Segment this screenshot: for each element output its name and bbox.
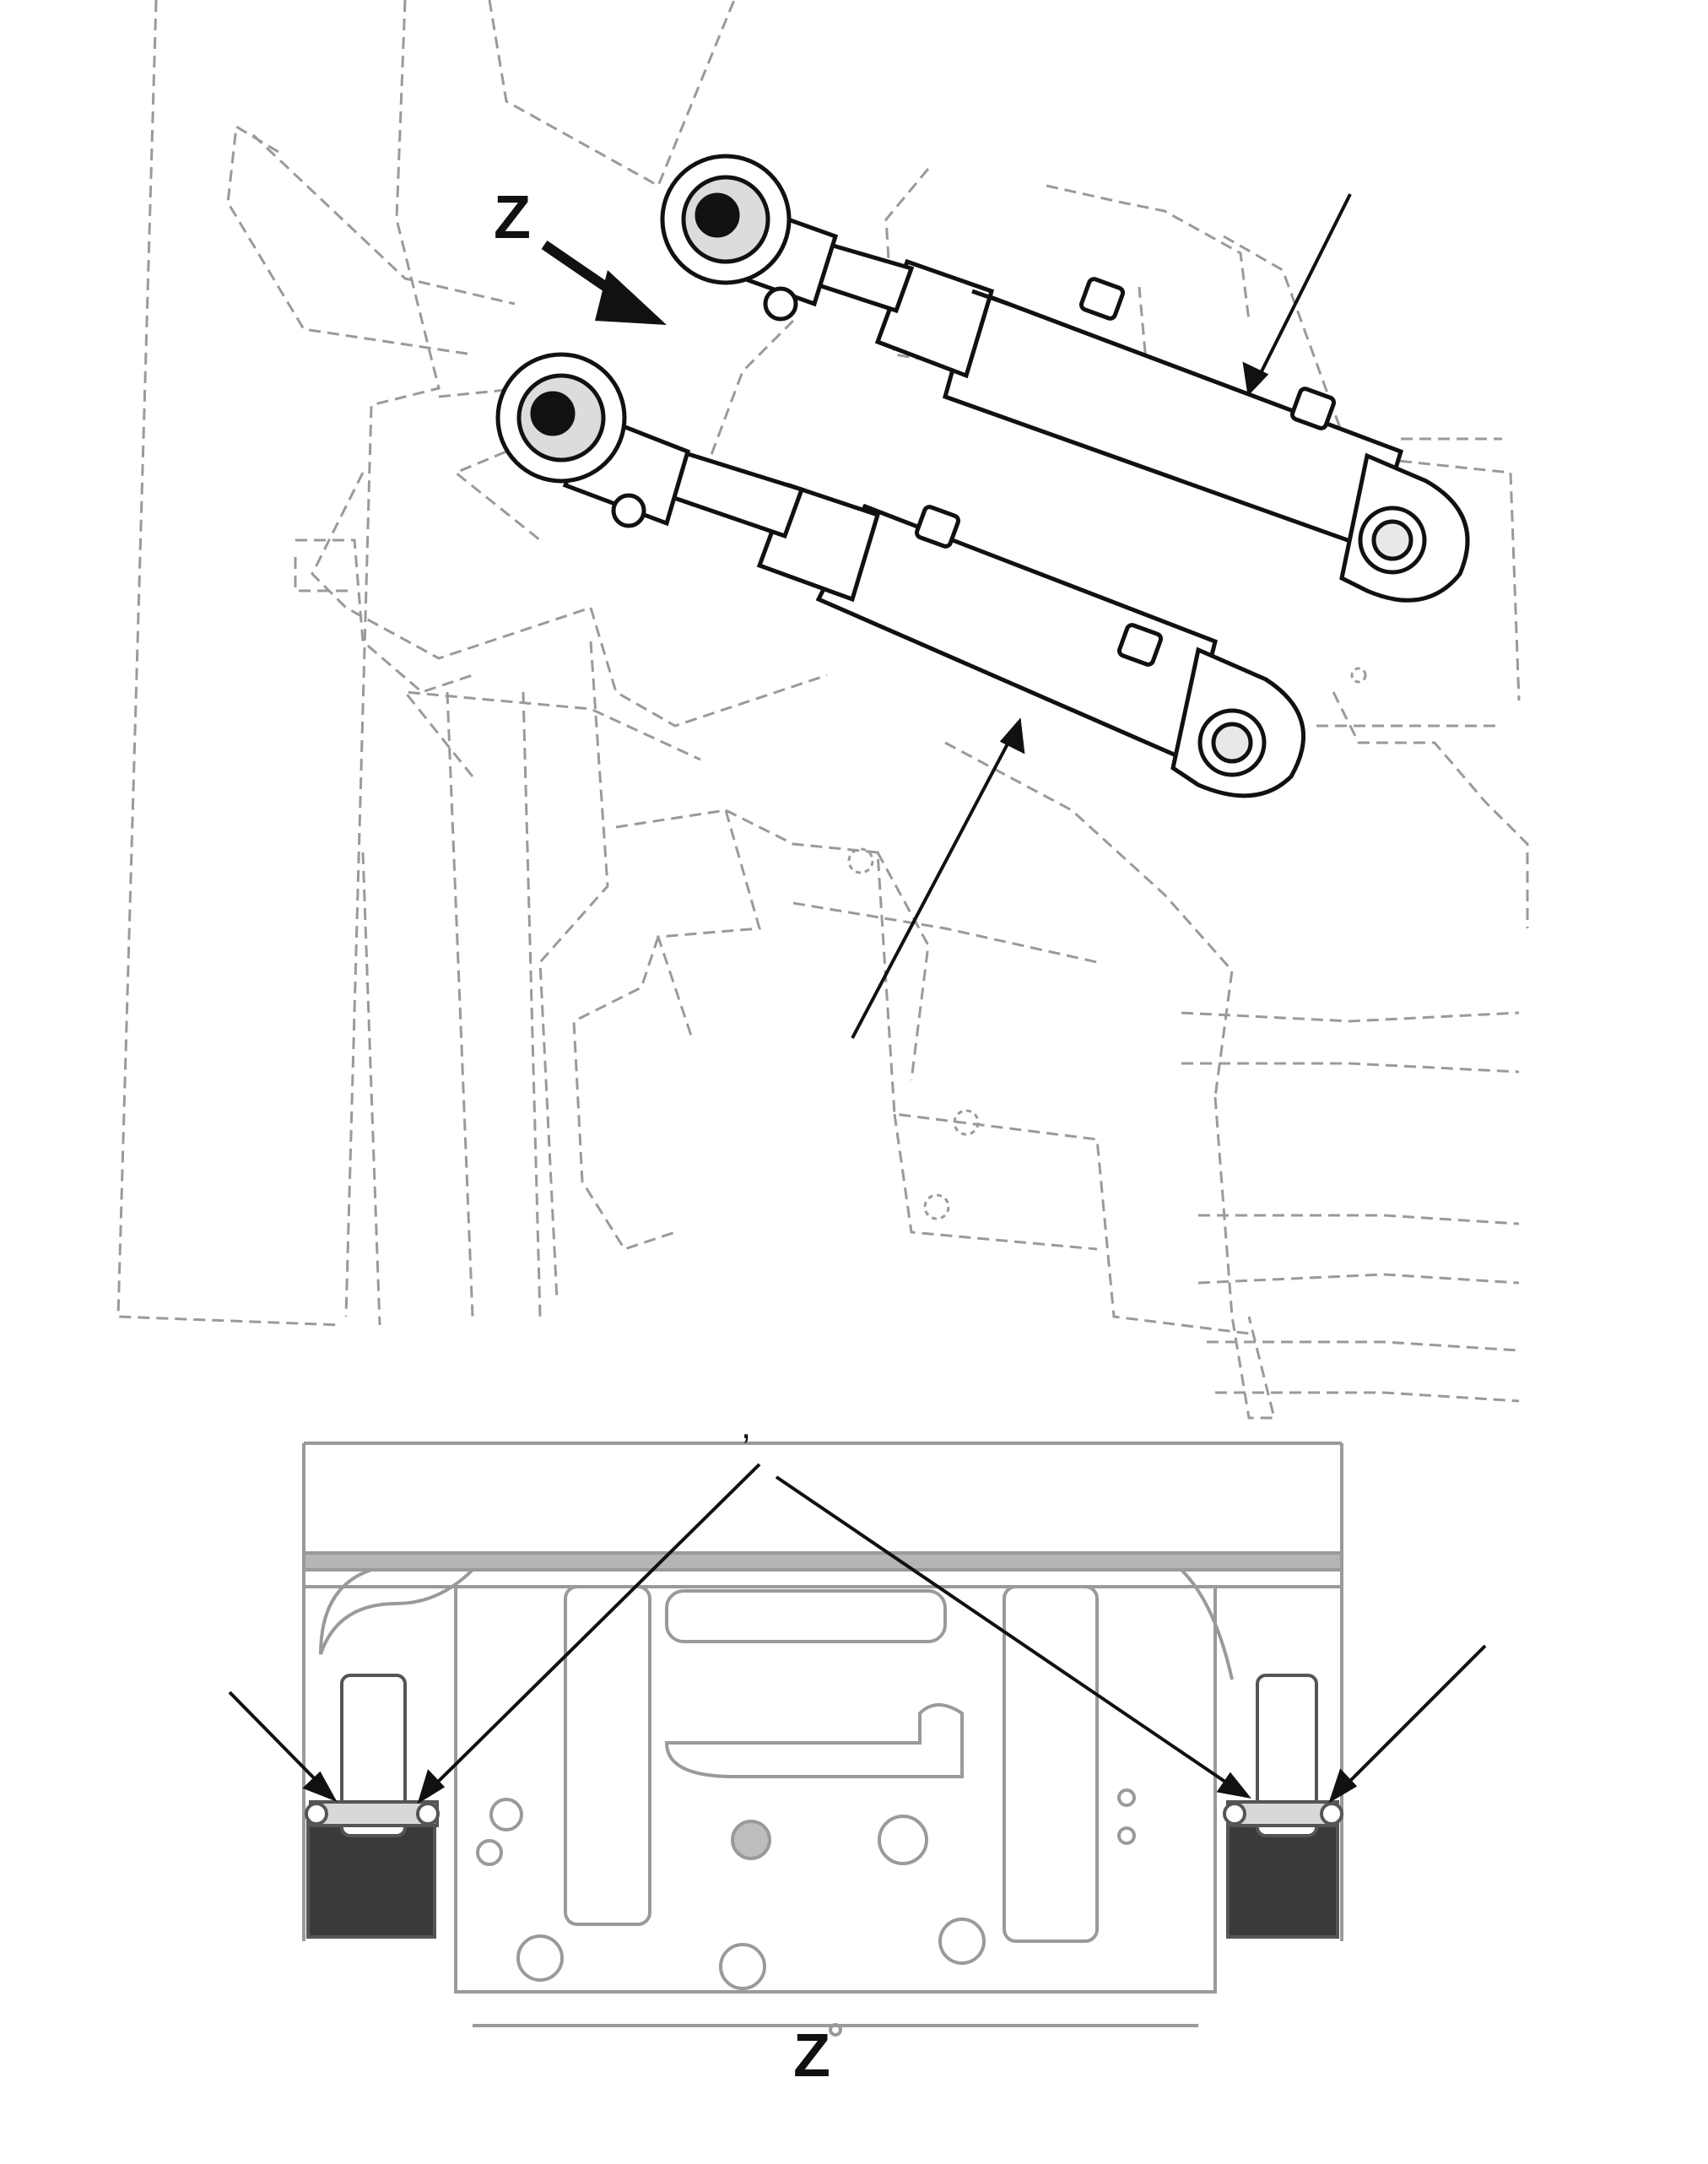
view-z-label: Z (494, 184, 531, 252)
front-plate-view-z (302, 1442, 1343, 2037)
right-hook-and-pin (1223, 1674, 1343, 1939)
upper-hydraulic-cylinder (660, 154, 1470, 603)
view-direction-arrow (541, 241, 667, 325)
leader-lines-top (851, 193, 1352, 1039)
left-hook-and-pin (305, 1674, 440, 1939)
lower-hydraulic-cylinder (495, 352, 1305, 798)
background-frame (116, 0, 1529, 1420)
view-z-caption: Z (793, 2022, 830, 2090)
leader-origin-mark: , (741, 1405, 752, 1447)
leader-lines-bottom (228, 1463, 1487, 1804)
